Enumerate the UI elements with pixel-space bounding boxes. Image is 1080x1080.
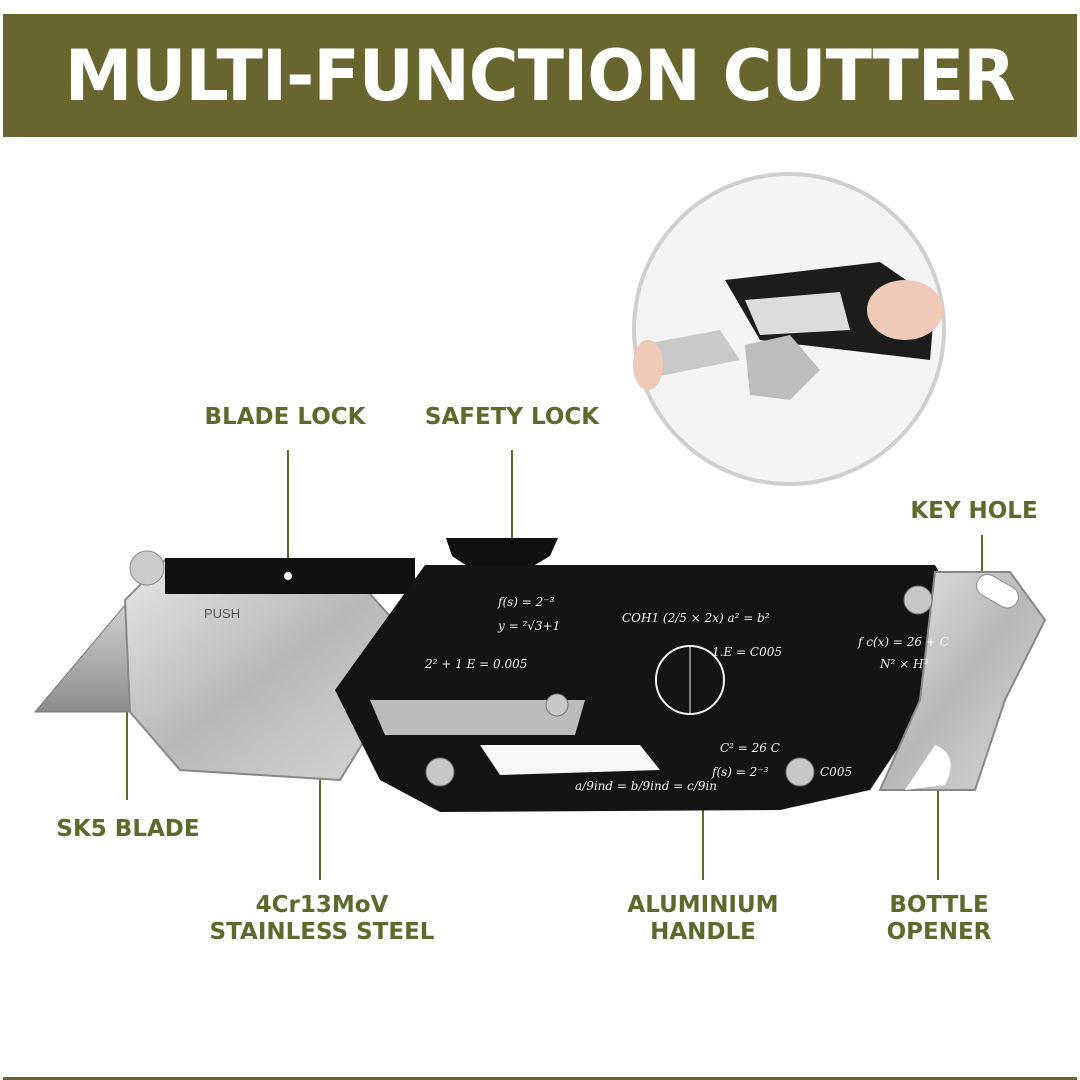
formula: f(s) = 2⁻³	[711, 765, 769, 779]
formula: C005	[820, 765, 852, 779]
formula: f c(x) = 26 + C	[857, 635, 949, 649]
formula: y = ²√3+1	[497, 619, 560, 633]
label-line: ALUMINIUM	[627, 892, 779, 918]
formula: COH1 (2/5 × 2x) a² = b²	[622, 611, 770, 625]
label-stainless-steel: 4Cr13MoV STAINLESS STEEL	[210, 892, 435, 946]
label-line: BOTTLE	[889, 892, 989, 918]
handle-cutout	[480, 745, 660, 775]
safety-lock	[446, 538, 558, 568]
blade-channel	[370, 700, 585, 735]
page-title: MULTI-FUNCTION CUTTER	[65, 34, 1016, 117]
blade-lock-screw	[129, 550, 165, 586]
formula: 1.E = C005	[712, 645, 782, 659]
title-banner: MULTI-FUNCTION CUTTER	[3, 14, 1077, 137]
label-aluminium-handle: ALUMINIUM HANDLE	[627, 892, 778, 946]
label-line: STAINLESS STEEL	[209, 919, 435, 945]
key-hole-opener-tip	[878, 571, 1047, 791]
bottom-divider	[3, 1077, 1077, 1080]
formula: a/9ind = b/9ind = c/9in	[575, 779, 717, 793]
label-key-hole: KEY HOLE	[910, 498, 1038, 524]
formula: C² = 26 C	[720, 741, 780, 755]
label-line: OPENER	[886, 919, 992, 945]
label-line: HANDLE	[650, 919, 756, 945]
label-line: 4Cr13MoV	[255, 892, 389, 918]
push-label: PUSH	[204, 606, 240, 621]
label-safety-lock: SAFETY LOCK	[424, 404, 600, 430]
label-bottle-opener: BOTTLE OPENER	[887, 892, 992, 946]
label-blade-lock: BLADE LOCK	[204, 404, 366, 430]
formula: 2² + 1 E = 0.005	[424, 657, 527, 671]
formula: N² × H³	[879, 657, 928, 671]
key-hole	[975, 574, 1019, 609]
bottle-opener	[905, 745, 951, 790]
formula: f(s) = 2⁻³	[497, 595, 555, 609]
label-sk5-blade: SK5 BLADE	[56, 816, 200, 842]
inset-blade-change-photo	[632, 172, 946, 486]
